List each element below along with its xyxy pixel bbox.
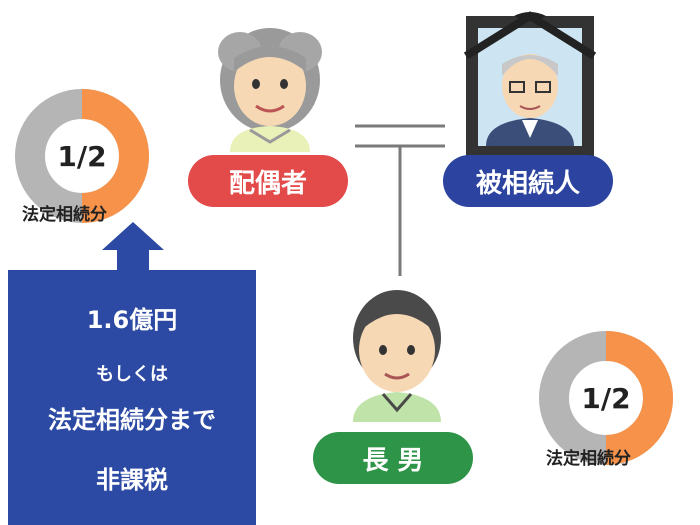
tax-amount-text: 1.6億円 bbox=[86, 306, 178, 334]
donut-orange-half bbox=[605, 331, 673, 465]
spouse-label-pill: 配偶者 bbox=[188, 155, 348, 207]
tax-statutory-text: 法定相続分まで bbox=[48, 406, 216, 434]
tax-or-text: もしくは bbox=[96, 364, 168, 385]
decedent-label-pill: 被相続人 bbox=[443, 155, 613, 207]
memorial-portrait-icon bbox=[463, 11, 597, 156]
son-label-pill: 長 男 bbox=[313, 432, 473, 484]
man-icon bbox=[353, 290, 441, 422]
son-share-fraction: 1/2 bbox=[581, 381, 631, 415]
spouse-share-fraction: 1/2 bbox=[57, 139, 107, 173]
family-lines bbox=[355, 124, 445, 276]
tax-exemption-box: 1.6億円 もしくは 法定相続分まで 非課税 bbox=[8, 270, 256, 525]
spouse-share-donut bbox=[15, 89, 149, 223]
son-share-caption: 法定相続分 bbox=[546, 449, 631, 469]
elderly-woman-icon bbox=[218, 28, 322, 152]
spouse-share-caption: 法定相続分 bbox=[22, 205, 107, 225]
son-share-donut bbox=[539, 331, 673, 465]
tax-exempt-text: 非課税 bbox=[96, 466, 168, 494]
donut-orange-half bbox=[81, 89, 149, 223]
up-arrow-icon bbox=[102, 222, 164, 272]
